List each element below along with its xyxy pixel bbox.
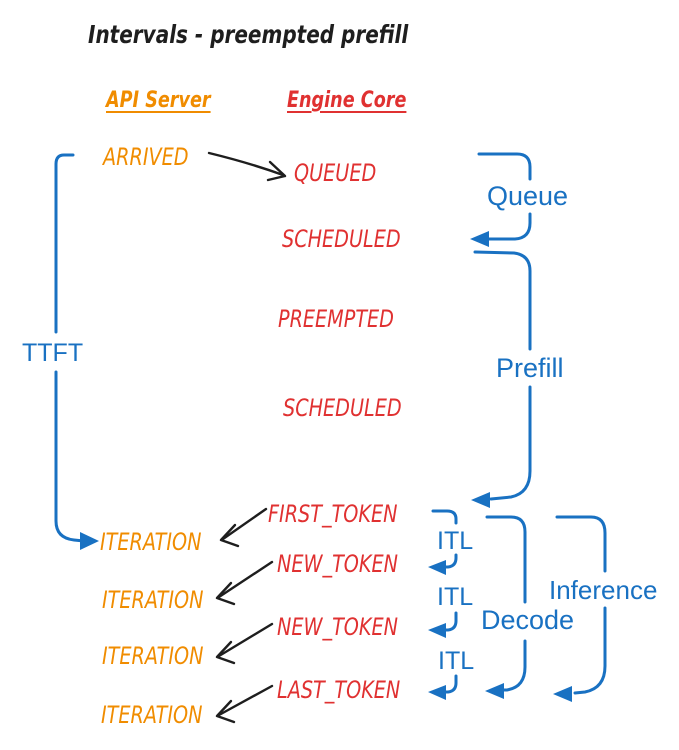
arrow-new-token1-to-iteration [217, 560, 274, 599]
arrow-last-token-head-icon [215, 699, 236, 724]
interval-label-inference: Inference [549, 575, 658, 605]
itl1-arrowhead-icon [428, 560, 446, 575]
inference-bracket-upper-line [555, 515, 607, 573]
arrow-first-token-head-icon [219, 523, 240, 548]
queue-arrowhead-icon [470, 231, 489, 247]
decode-bracket-lower-line [501, 639, 527, 692]
inference-arrowhead-icon [553, 686, 572, 702]
queue-bracket [470, 152, 532, 247]
interval-label-prefill: Prefill [496, 353, 564, 383]
interval-label-itl-3: ITL [438, 647, 475, 675]
ttft-arrowhead-icon [80, 532, 99, 550]
decode-bracket-upper-line [485, 515, 527, 604]
prefill-bracket-upper-line [473, 250, 532, 351]
ttft-bracket-upper-line [54, 153, 75, 334]
arrow-first-token-to-iteration [221, 507, 268, 541]
itl2-arrowhead-icon [428, 623, 446, 638]
event-iteration-3: ITERATION [102, 642, 204, 670]
column-header-api-server: API Server [106, 88, 211, 113]
event-new-token-2: NEW_TOKEN [277, 613, 399, 641]
event-iteration-1: ITERATION [100, 528, 202, 556]
event-iteration-2: ITERATION [102, 586, 204, 614]
itl2-return-line [443, 611, 458, 632]
inference-bracket [553, 515, 607, 702]
event-last-token: LAST_TOKEN [277, 676, 401, 704]
arrow-new-token2-to-iteration [217, 622, 274, 658]
itl1-start-line [431, 509, 458, 525]
inference-bracket-lower-line [573, 606, 607, 695]
event-new-token-1: NEW_TOKEN [277, 550, 399, 578]
itl1-return-line [443, 553, 458, 569]
arrow-arrived-to-queued-head-icon [266, 160, 287, 182]
column-header-engine-core: Engine Core [287, 88, 407, 113]
event-first-token: FIRST_TOKEN [268, 500, 398, 528]
event-arrived: ARRIVED [103, 143, 189, 171]
interval-label-queue: Queue [487, 181, 569, 211]
prefill-bracket-lower-line [489, 385, 532, 501]
arrow-new-token2-head-icon [215, 640, 236, 665]
queue-bracket-lower-line [487, 212, 532, 241]
itl3-return-line [443, 674, 458, 694]
event-preempted: PREEMPTED [278, 305, 394, 333]
arrow-new-token1-head-icon [215, 581, 236, 606]
arrow-arrived-to-queued [207, 151, 285, 177]
interval-label-ttft: TTFT [22, 339, 84, 367]
page-title: Intervals - preempted prefill [88, 20, 409, 49]
itl-brackets [428, 509, 458, 700]
prefill-arrowhead-icon [471, 492, 490, 508]
event-iteration-4: ITERATION [101, 701, 203, 729]
event-scheduled-1: SCHEDULED [282, 225, 401, 253]
itl3-arrowhead-icon [428, 685, 446, 700]
interval-label-itl-2: ITL [437, 583, 474, 611]
arrow-last-token-to-iteration [217, 684, 274, 717]
event-queued: QUEUED [294, 159, 377, 187]
prefill-bracket [471, 250, 532, 508]
queue-bracket-upper-line [477, 152, 532, 181]
interval-label-itl-1: ITL [437, 527, 474, 555]
decode-arrowhead-icon [485, 683, 504, 699]
ttft-bracket-lower-line [54, 370, 86, 543]
ttft-bracket [54, 153, 99, 550]
decode-bracket [485, 515, 527, 699]
event-arrows [207, 151, 287, 724]
event-scheduled-2: SCHEDULED [283, 394, 402, 422]
interval-label-decode: Decode [481, 605, 575, 635]
